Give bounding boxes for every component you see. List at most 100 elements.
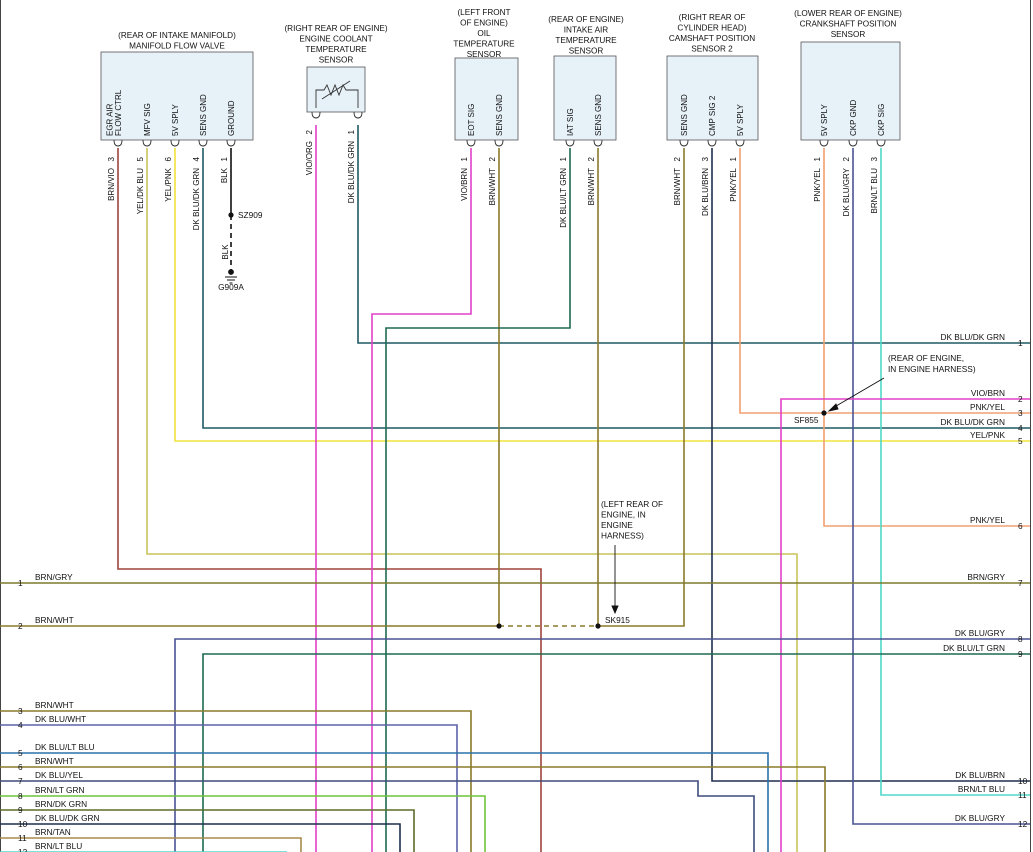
component-caption: CRANKSHAFT POSITION [800,20,897,29]
wire-color-label: PNK/YEL [729,167,738,201]
right-wire-label: DK BLU/BRN [955,770,1005,780]
pin-number: 1 [220,156,229,161]
cmp-sensor-box [666,55,759,141]
wire-dkblu-gry-ckp [852,148,1030,825]
wire-left-8 [0,795,486,852]
component-caption: ENGINE COOLANT [299,35,372,44]
pin-number: 1 [729,156,738,161]
left-pin-number: 9 [18,805,23,815]
pin-number: 3 [870,156,879,161]
wire-brn-ltblu-ckp [880,148,1030,796]
wire-left-3 [0,710,472,852]
splice-sf855-dot [821,410,827,416]
component-caption: SENSOR 2 [691,45,733,54]
left-pin-number: 2 [18,621,23,631]
splice-sz909-dot [228,212,234,218]
splice-sk915-dot [595,623,601,629]
wire-left-7 [0,780,755,852]
component-caption: INTAKE AIR [564,26,609,35]
pin-number: 2 [488,156,497,161]
thermistor-icon [315,80,359,108]
wire-color-label: BRN/WHT [488,168,497,205]
right-pin-number: 2 [1018,394,1023,404]
splice-sk915-note: (LEFT REAR OF [601,499,663,509]
pin-label: IAT SIG [566,108,575,136]
wire-color-label: VIO/ORG [305,141,314,175]
pin-contacts [113,111,886,147]
left-pin-number: 4 [18,720,23,730]
right-wire-label: DK BLU/GRY [955,628,1006,638]
wire-color-label: BRN/WHT [673,168,682,205]
pin-label: GROUND [227,100,236,136]
pin-number: 3 [107,156,116,161]
pin-label: 5V SPLY [171,103,180,136]
pin-number: 5 [136,156,145,161]
pin-label: 5V SPLY [736,103,745,136]
manifold-flow-valve-box [100,51,254,141]
wire-left-10 [0,823,401,852]
right-pin-number: 8 [1018,634,1023,644]
left-pin-number: 10 [18,819,28,829]
splice-sk915-note: ENGINE, IN [601,510,646,520]
right-pin-number: 11 [1018,790,1027,800]
right-wire-label: DK BLU/DK GRN [940,417,1005,427]
wire-color-label: DK BLU/BRN [701,168,710,216]
pin-label: 5V SPLY [820,103,829,136]
left-pin-number: 1 [18,578,23,588]
ground-g909a-label: G909A [218,282,244,292]
pin-label: EOT SIG [467,104,476,136]
left-wire-label: BRN/TAN [35,827,71,837]
right-pin-number: 12 [1018,819,1028,829]
pin-label: CKP SIG [877,104,886,136]
left-pin-number: 8 [18,791,23,801]
wire-dkblu-brn [711,148,1030,782]
right-wire-label: YEL/PNK [970,430,1006,440]
right-wire-label: VIO/BRN [971,388,1005,398]
left-pin-number: 12 [18,847,28,852]
component-caption: OIL [477,29,491,38]
wire-brn-vio [117,148,542,852]
wire-yel-pnk [174,148,1030,442]
left-wire-label: BRN/WHT [35,756,74,766]
component-caption: TEMPERATURE [305,45,367,54]
left-pin-number: 11 [18,833,27,843]
right-wire-label: PNK/YEL [970,402,1005,412]
wire-dkblu-dkgrn-mfv [202,148,1030,429]
left-wire-label: BRN/DK GRN [35,799,87,809]
right-pin-number: 1 [1018,338,1023,348]
left-wire-label: BRN/WHT [35,615,74,625]
text-layer: (REAR OF INTAKE MANIFOLD)MANIFOLD FLOW V… [18,8,1028,852]
left-pin-number: 6 [18,762,23,772]
wire-color-label: DK BLU/LT GRN [559,168,568,228]
left-pin-number: 5 [18,748,23,758]
component-caption: (LOWER REAR OF ENGINE) [794,9,902,18]
pin-number: 1 [559,156,568,161]
wire-color-label: BRN/LT BLU [870,168,879,214]
wire-dkblu-ltgrn-iat [385,148,571,852]
component-caption: (RIGHT REAR OF [679,13,746,22]
pin-number: 4 [192,156,201,161]
wire-color-label: YEL/PNK [164,167,173,201]
right-wire-label: BRN/GRY [967,572,1005,582]
wire-left-6 [0,766,826,852]
wire-yel-dkblu [146,148,798,852]
left-wire-label: DK BLU/LT BLU [35,742,95,752]
wire-color-label: DK BLU/DK GRN [347,141,356,203]
wire-color-label: BRN/VIO [107,168,116,201]
component-caption: TEMPERATURE [453,40,515,49]
note-arrows [611,377,885,615]
left-wire-label: BRN/LT GRN [35,785,84,795]
component-caption: SENSOR [569,47,604,56]
right-wire-label: PNK/YEL [970,515,1005,525]
splice-sf855-note: (REAR OF ENGINE, [888,353,964,363]
wire-color-label: VIO/BRN [460,168,469,201]
wire-color-label: BRN/WHT [587,168,596,205]
pin-number: 2 [305,129,314,134]
wires [0,125,1030,852]
wire-vio-brn-out2 [780,398,1030,852]
left-wire-label: DK BLU/WHT [35,714,86,724]
wire-color-label: YEL/DK BLU [136,168,145,214]
right-pin-number: 7 [1018,578,1023,588]
right-pin-number: 3 [1018,408,1023,418]
right-pin-number: 6 [1018,521,1023,531]
